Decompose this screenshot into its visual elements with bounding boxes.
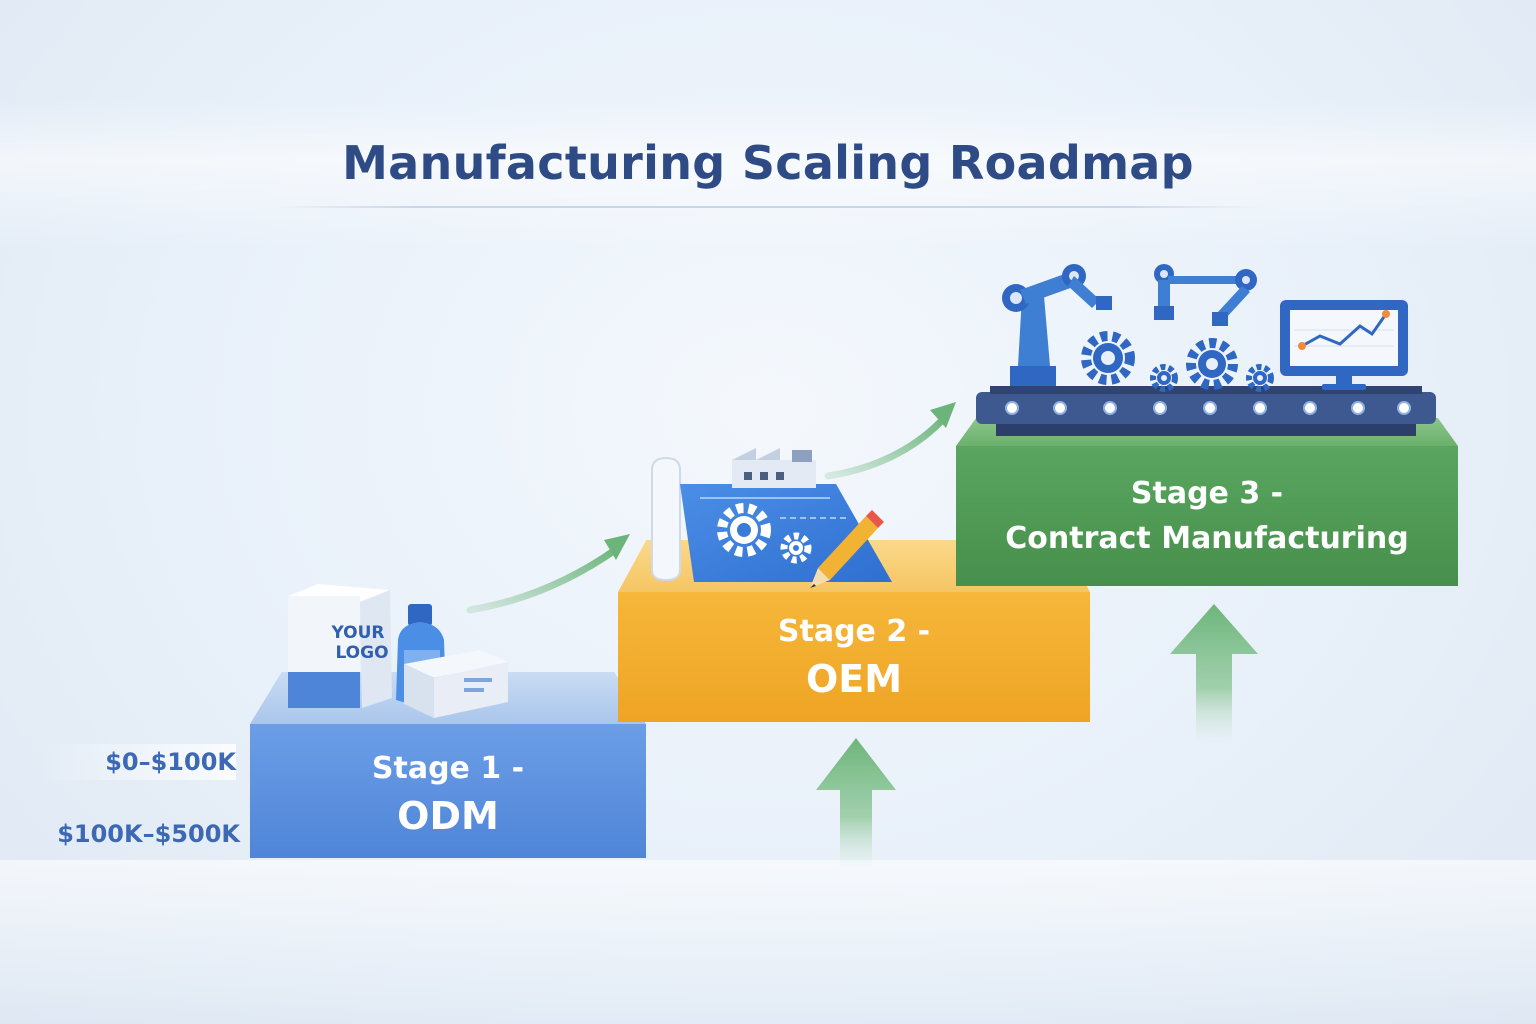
stage-1-block: Stage 1 - ODM	[250, 672, 646, 858]
growth-arrow-icon	[466, 534, 630, 614]
gear-icon	[1246, 364, 1274, 392]
stage-3-name: Contract Manufacturing	[1005, 521, 1409, 556]
stage-2-block-front: Stage 2 - OEM	[618, 592, 1090, 722]
stage-2-label: Stage 2 -	[777, 613, 931, 649]
conveyor-icon	[976, 386, 1436, 436]
stage-1-name: ODM	[397, 793, 499, 838]
stage-3-block: Stage 3 - Contract Manufacturing	[956, 418, 1458, 586]
logo-text-2: LOGO	[335, 643, 388, 663]
up-arrow-icon	[1170, 604, 1258, 744]
price-label-tier-2: $100K–$500K	[57, 820, 240, 848]
stage-2-name: OEM	[805, 656, 903, 701]
stage-3-label: Stage 3 -	[1130, 476, 1284, 511]
floor	[0, 860, 1536, 1024]
monitor-chart-icon	[1280, 300, 1408, 390]
gear-icon	[780, 532, 812, 564]
page-title: Manufacturing Scaling Roadmap	[342, 136, 1194, 190]
title-band	[0, 100, 1536, 250]
gear-icon	[1186, 338, 1238, 390]
gear-icon	[1081, 331, 1135, 385]
price-label-tier-1: $0–$100K	[40, 744, 236, 780]
stage-3-block-front: Stage 3 - Contract Manufacturing	[956, 446, 1458, 586]
robot-arm-icon	[1154, 264, 1257, 326]
robot-arm-icon	[1002, 264, 1112, 386]
factory-icon	[732, 448, 816, 488]
package-icon	[404, 650, 508, 718]
up-arrow-icon	[816, 738, 896, 870]
title-divider	[268, 206, 1264, 208]
stage-1-block-front: Stage 1 - ODM	[250, 724, 646, 858]
gear-icon	[717, 503, 771, 557]
stage-1-label: Stage 1 -	[371, 750, 525, 786]
growth-arrow-icon	[824, 402, 956, 480]
logo-text-1: YOUR	[330, 623, 384, 643]
pencil-icon	[810, 510, 884, 588]
gear-icon	[1150, 364, 1178, 392]
box-icon: YOUR LOGO	[288, 584, 392, 708]
